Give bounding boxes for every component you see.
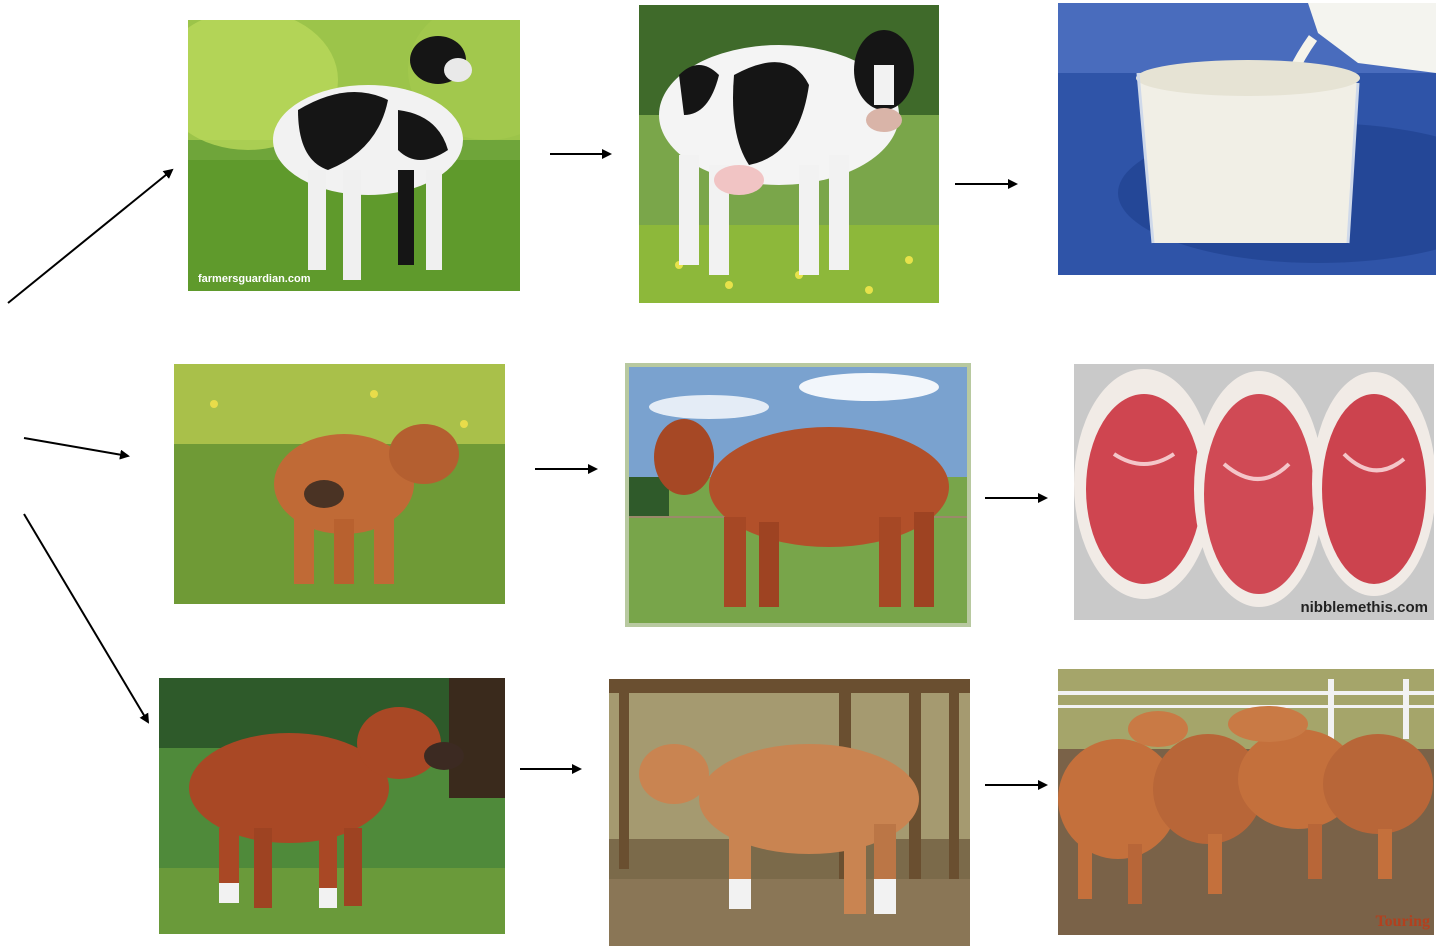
branch-arrow-dairy — [8, 170, 172, 303]
branch-arrow-beef — [24, 438, 128, 456]
branch-arrow-local — [24, 514, 148, 722]
